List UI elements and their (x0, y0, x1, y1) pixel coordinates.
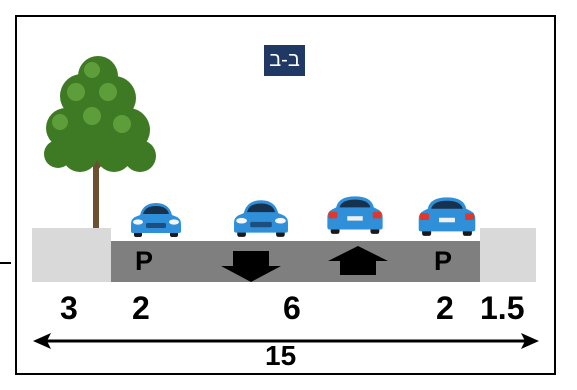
parking-label-left: P (135, 246, 154, 276)
dimension-left-sidewalk: 3 (60, 290, 78, 326)
dimension-carriageway: 6 (283, 290, 301, 326)
right-sidewalk (480, 228, 536, 282)
car-icon (131, 203, 181, 237)
car-icon (234, 200, 288, 237)
tree-icon (44, 56, 156, 230)
dimension-right-parking: 2 (436, 290, 454, 326)
arrow-up-icon (328, 246, 388, 275)
left-edge-tick (0, 262, 11, 264)
roadway (111, 241, 480, 282)
car-icon (327, 196, 383, 234)
dimension-right-sidewalk: 1.5 (480, 290, 525, 326)
diagram-frame (15, 15, 556, 375)
section-label: ב-ב (264, 45, 305, 76)
arrow-down-icon (221, 251, 281, 282)
double-headed-arrow-icon (33, 333, 539, 349)
parking-label-right: P (434, 246, 453, 276)
car-icon (418, 197, 476, 236)
dimension-left-parking: 2 (132, 290, 150, 326)
dimension-total-width: 15 (265, 340, 297, 371)
left-sidewalk (32, 228, 111, 282)
